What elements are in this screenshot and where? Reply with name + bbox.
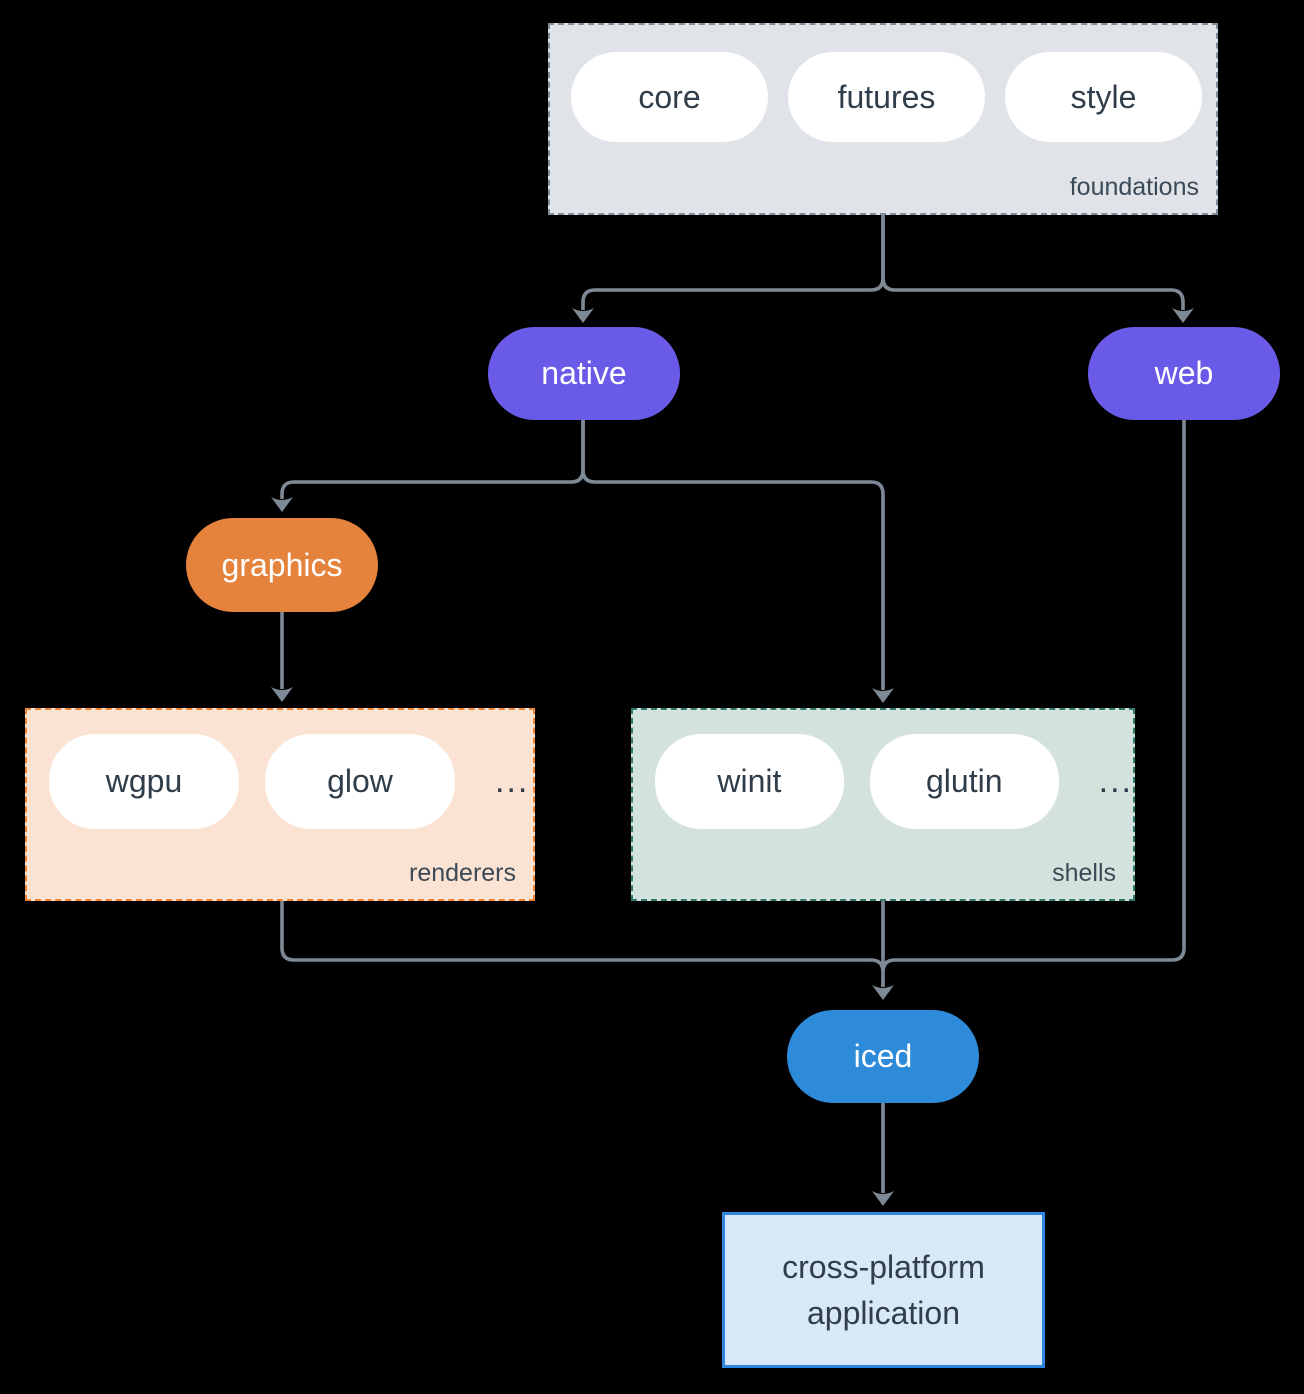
node-web-label: web xyxy=(1154,355,1214,391)
pill-futures-label: futures xyxy=(837,78,936,115)
pill-glow: glow xyxy=(265,734,455,829)
pill-winit-label: winit xyxy=(717,763,782,799)
node-native-label: native xyxy=(541,355,627,391)
foundations-pill-row: core futures style xyxy=(550,25,1216,142)
shells-group: winit glutin ... shells xyxy=(631,708,1135,901)
node-iced: iced xyxy=(787,1010,979,1103)
application-box-label: cross-platform application xyxy=(782,1248,985,1331)
arrowhead-renderers xyxy=(271,687,293,702)
renderers-group: wgpu glow ... renderers xyxy=(25,708,535,901)
arrowhead-application xyxy=(872,1191,894,1206)
pill-wgpu-label: wgpu xyxy=(105,763,183,799)
shells-ellipsis: ... xyxy=(1098,762,1133,800)
arrowhead-graphics xyxy=(271,497,293,512)
node-graphics-label: graphics xyxy=(221,546,343,583)
edge-foundations-web xyxy=(881,215,1185,310)
pill-core-label: core xyxy=(638,78,701,115)
foundations-group-label: foundations xyxy=(1069,173,1199,201)
edge-foundations-native xyxy=(581,215,885,310)
node-graphics: graphics xyxy=(186,518,378,612)
pill-style-label: style xyxy=(1070,78,1137,115)
pill-winit: winit xyxy=(655,734,844,829)
renderers-group-label: renderers xyxy=(409,859,516,887)
application-box: cross-platform application xyxy=(722,1212,1045,1368)
pill-glutin-label: glutin xyxy=(925,763,1003,799)
arrowhead-shells xyxy=(872,688,894,703)
node-native: native xyxy=(488,327,680,420)
shells-pill-row: winit glutin ... xyxy=(633,710,1133,829)
pill-wgpu: wgpu xyxy=(49,734,239,829)
edge-native-shells xyxy=(581,420,885,690)
arrowhead-native xyxy=(572,308,594,323)
node-web: web xyxy=(1088,327,1280,420)
foundations-group: core futures style foundations xyxy=(548,23,1218,215)
renderers-ellipsis: ... xyxy=(495,762,530,800)
edge-native-graphics xyxy=(280,420,585,499)
pill-core: core xyxy=(571,52,768,142)
edge-renderers-iced xyxy=(280,901,885,973)
pill-style: style xyxy=(1005,52,1202,142)
pill-futures: futures xyxy=(788,52,985,142)
renderers-pill-row: wgpu glow ... xyxy=(27,710,533,829)
arrowhead-web xyxy=(1172,308,1194,323)
arrowhead-iced xyxy=(872,985,894,1000)
node-iced-label: iced xyxy=(853,1038,913,1074)
pill-glow-label: glow xyxy=(327,763,393,799)
shells-group-label: shells xyxy=(1052,859,1116,887)
pill-glutin: glutin xyxy=(869,734,1059,829)
